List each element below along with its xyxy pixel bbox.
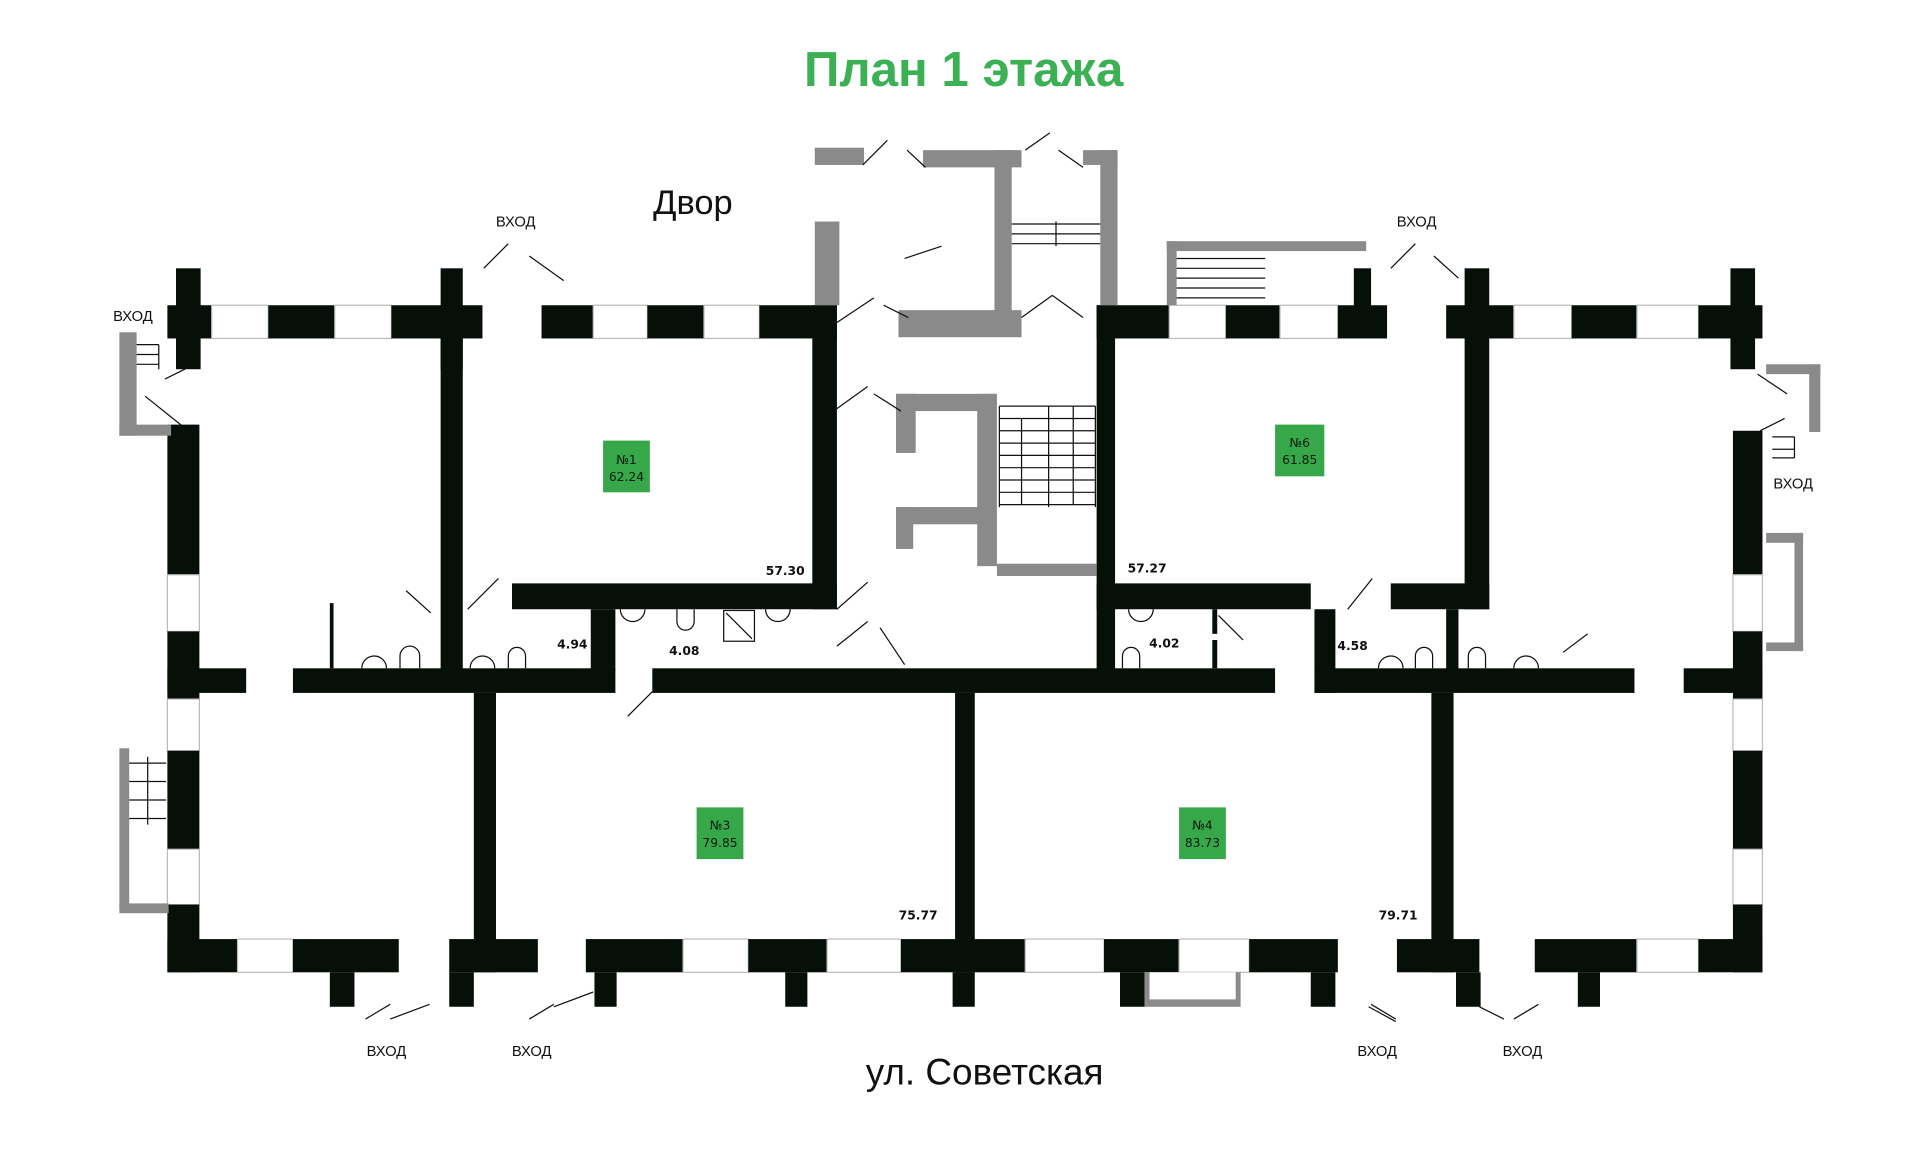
entrance-labels: ВХОД ВХОД ВХОД ВХОД ВХОД ВХОД ВХОД ВХОД <box>113 214 1813 1060</box>
room-area: 4.94 <box>557 638 587 652</box>
entrance-label: ВХОД <box>1397 214 1437 230</box>
entrance-label: ВХОД <box>113 309 153 325</box>
unit-area: 61.85 <box>1282 453 1317 467</box>
page-title: План 1 этажа <box>804 42 1124 97</box>
entrance-label: ВХОД <box>1357 1044 1397 1060</box>
unit-number: №6 <box>1289 436 1310 450</box>
entrance-label: ВХОД <box>496 214 536 230</box>
room-areas: 57.30 57.27 4.94 4.08 4.02 4.58 75.77 79… <box>557 561 1417 922</box>
doors <box>144 132 1788 1023</box>
room-area: 4.02 <box>1149 636 1179 650</box>
unit-badge-6[interactable]: №6 61.85 <box>1275 424 1325 477</box>
room-area: 57.27 <box>1128 561 1167 575</box>
entrance-label: ВХОД <box>367 1044 407 1060</box>
unit-number: №3 <box>710 819 731 833</box>
unit-number: №1 <box>616 453 637 467</box>
unit-area: 62.24 <box>609 470 644 484</box>
exterior-walls <box>166 268 1764 1007</box>
unit-badge-3[interactable]: №3 79.85 <box>696 807 744 860</box>
room-area: 4.08 <box>669 644 699 658</box>
unit-badge-4[interactable]: №4 83.73 <box>1179 807 1226 860</box>
courtyard-label: Двор <box>653 184 733 222</box>
fixtures <box>361 609 1540 669</box>
stair-core <box>119 147 1821 914</box>
room-area: 4.58 <box>1337 639 1367 653</box>
room-area: 79.71 <box>1379 908 1418 922</box>
entrance-label: ВХОД <box>512 1044 552 1060</box>
unit-badge-1[interactable]: №1 62.24 <box>603 440 650 493</box>
street-label: ул. Советская <box>866 1051 1104 1092</box>
entrance-label: ВХОД <box>1503 1044 1543 1060</box>
room-area: 57.30 <box>766 564 805 578</box>
unit-area: 79.85 <box>702 836 737 850</box>
unit-number: №4 <box>1192 819 1213 833</box>
room-area: 75.77 <box>899 908 938 922</box>
unit-area: 83.73 <box>1185 836 1220 850</box>
interior-walls <box>167 305 1763 973</box>
entrance-label: ВХОД <box>1773 477 1813 493</box>
